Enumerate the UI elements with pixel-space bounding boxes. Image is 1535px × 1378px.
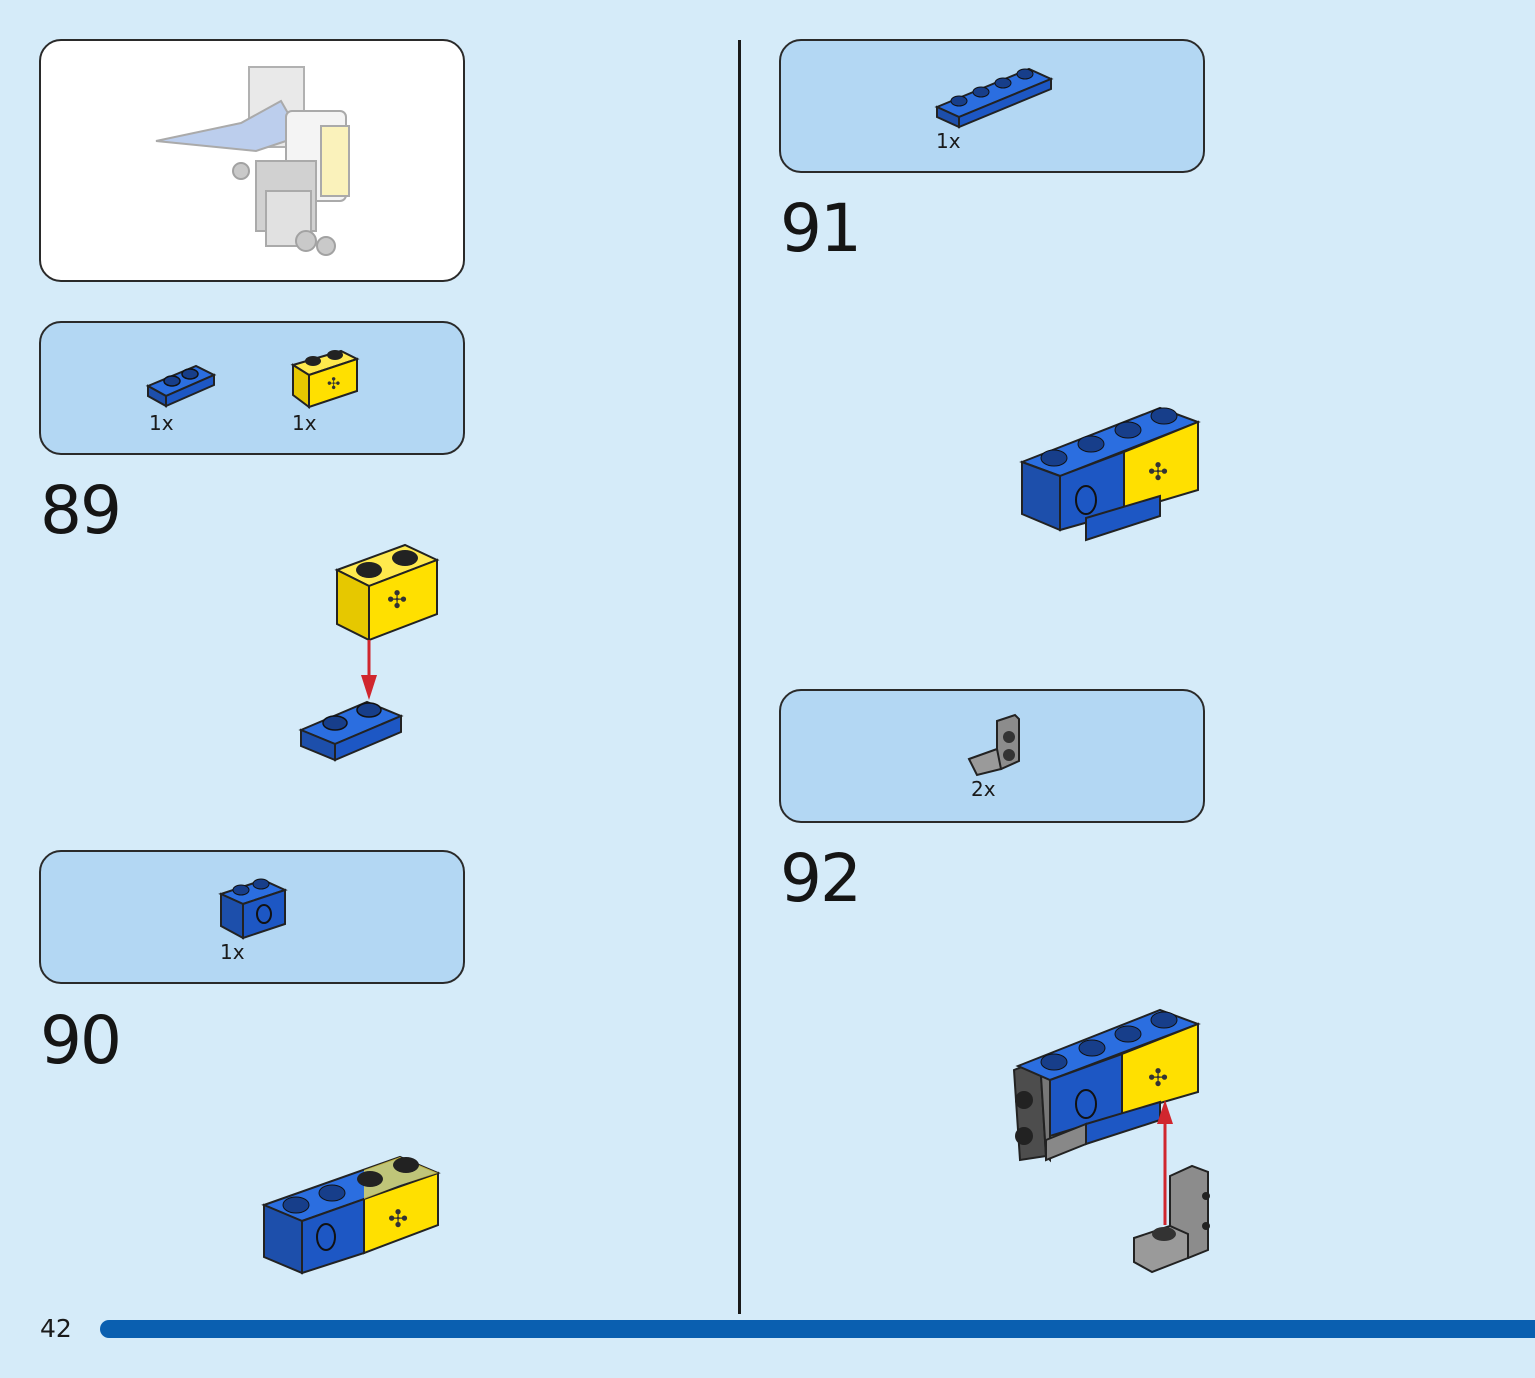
part-quantity: 1x bbox=[292, 411, 317, 435]
yellow-technic-brick-icon: ✣ bbox=[290, 349, 360, 409]
blue-technic-brick-icon bbox=[218, 878, 288, 940]
column-divider bbox=[738, 40, 741, 1314]
parts-box-step-91: 1x bbox=[779, 39, 1205, 173]
parts-box-step-92: 2x bbox=[779, 689, 1205, 823]
step-92-assembly: ✣ bbox=[1012, 1008, 1210, 1274]
page-number: 42 bbox=[40, 1314, 72, 1343]
step-91-assembly: ✣ bbox=[1019, 406, 1201, 542]
part-quantity: 1x bbox=[936, 129, 961, 153]
gray-bracket-icon bbox=[967, 713, 1020, 777]
svg-text:✣: ✣ bbox=[1148, 458, 1168, 486]
footer-accent-bar bbox=[100, 1320, 1535, 1338]
step-number: 92 bbox=[780, 840, 862, 917]
parts-box-step-90: 1x bbox=[39, 850, 465, 984]
blue-plate-1x4-icon bbox=[934, 67, 1054, 129]
part-quantity: 1x bbox=[149, 411, 174, 435]
svg-text:✣: ✣ bbox=[387, 586, 407, 614]
svg-text:✣: ✣ bbox=[388, 1205, 408, 1233]
part-quantity: 2x bbox=[971, 777, 996, 801]
svg-text:✣: ✣ bbox=[327, 374, 340, 393]
parts-box-step-89: 1x ✣ 1x bbox=[39, 321, 465, 455]
model-preview-box bbox=[39, 39, 465, 282]
step-number: 91 bbox=[780, 190, 862, 267]
step-number: 89 bbox=[40, 472, 122, 549]
step-90-assembly: ✣ bbox=[261, 1155, 441, 1275]
part-quantity: 1x bbox=[220, 940, 245, 964]
step-number: 90 bbox=[40, 1002, 122, 1079]
blue-plate-1x2-icon bbox=[145, 364, 217, 408]
step-89-assembly: ✣ bbox=[298, 543, 440, 762]
model-preview-image bbox=[155, 66, 350, 256]
svg-text:✣: ✣ bbox=[1148, 1064, 1168, 1092]
